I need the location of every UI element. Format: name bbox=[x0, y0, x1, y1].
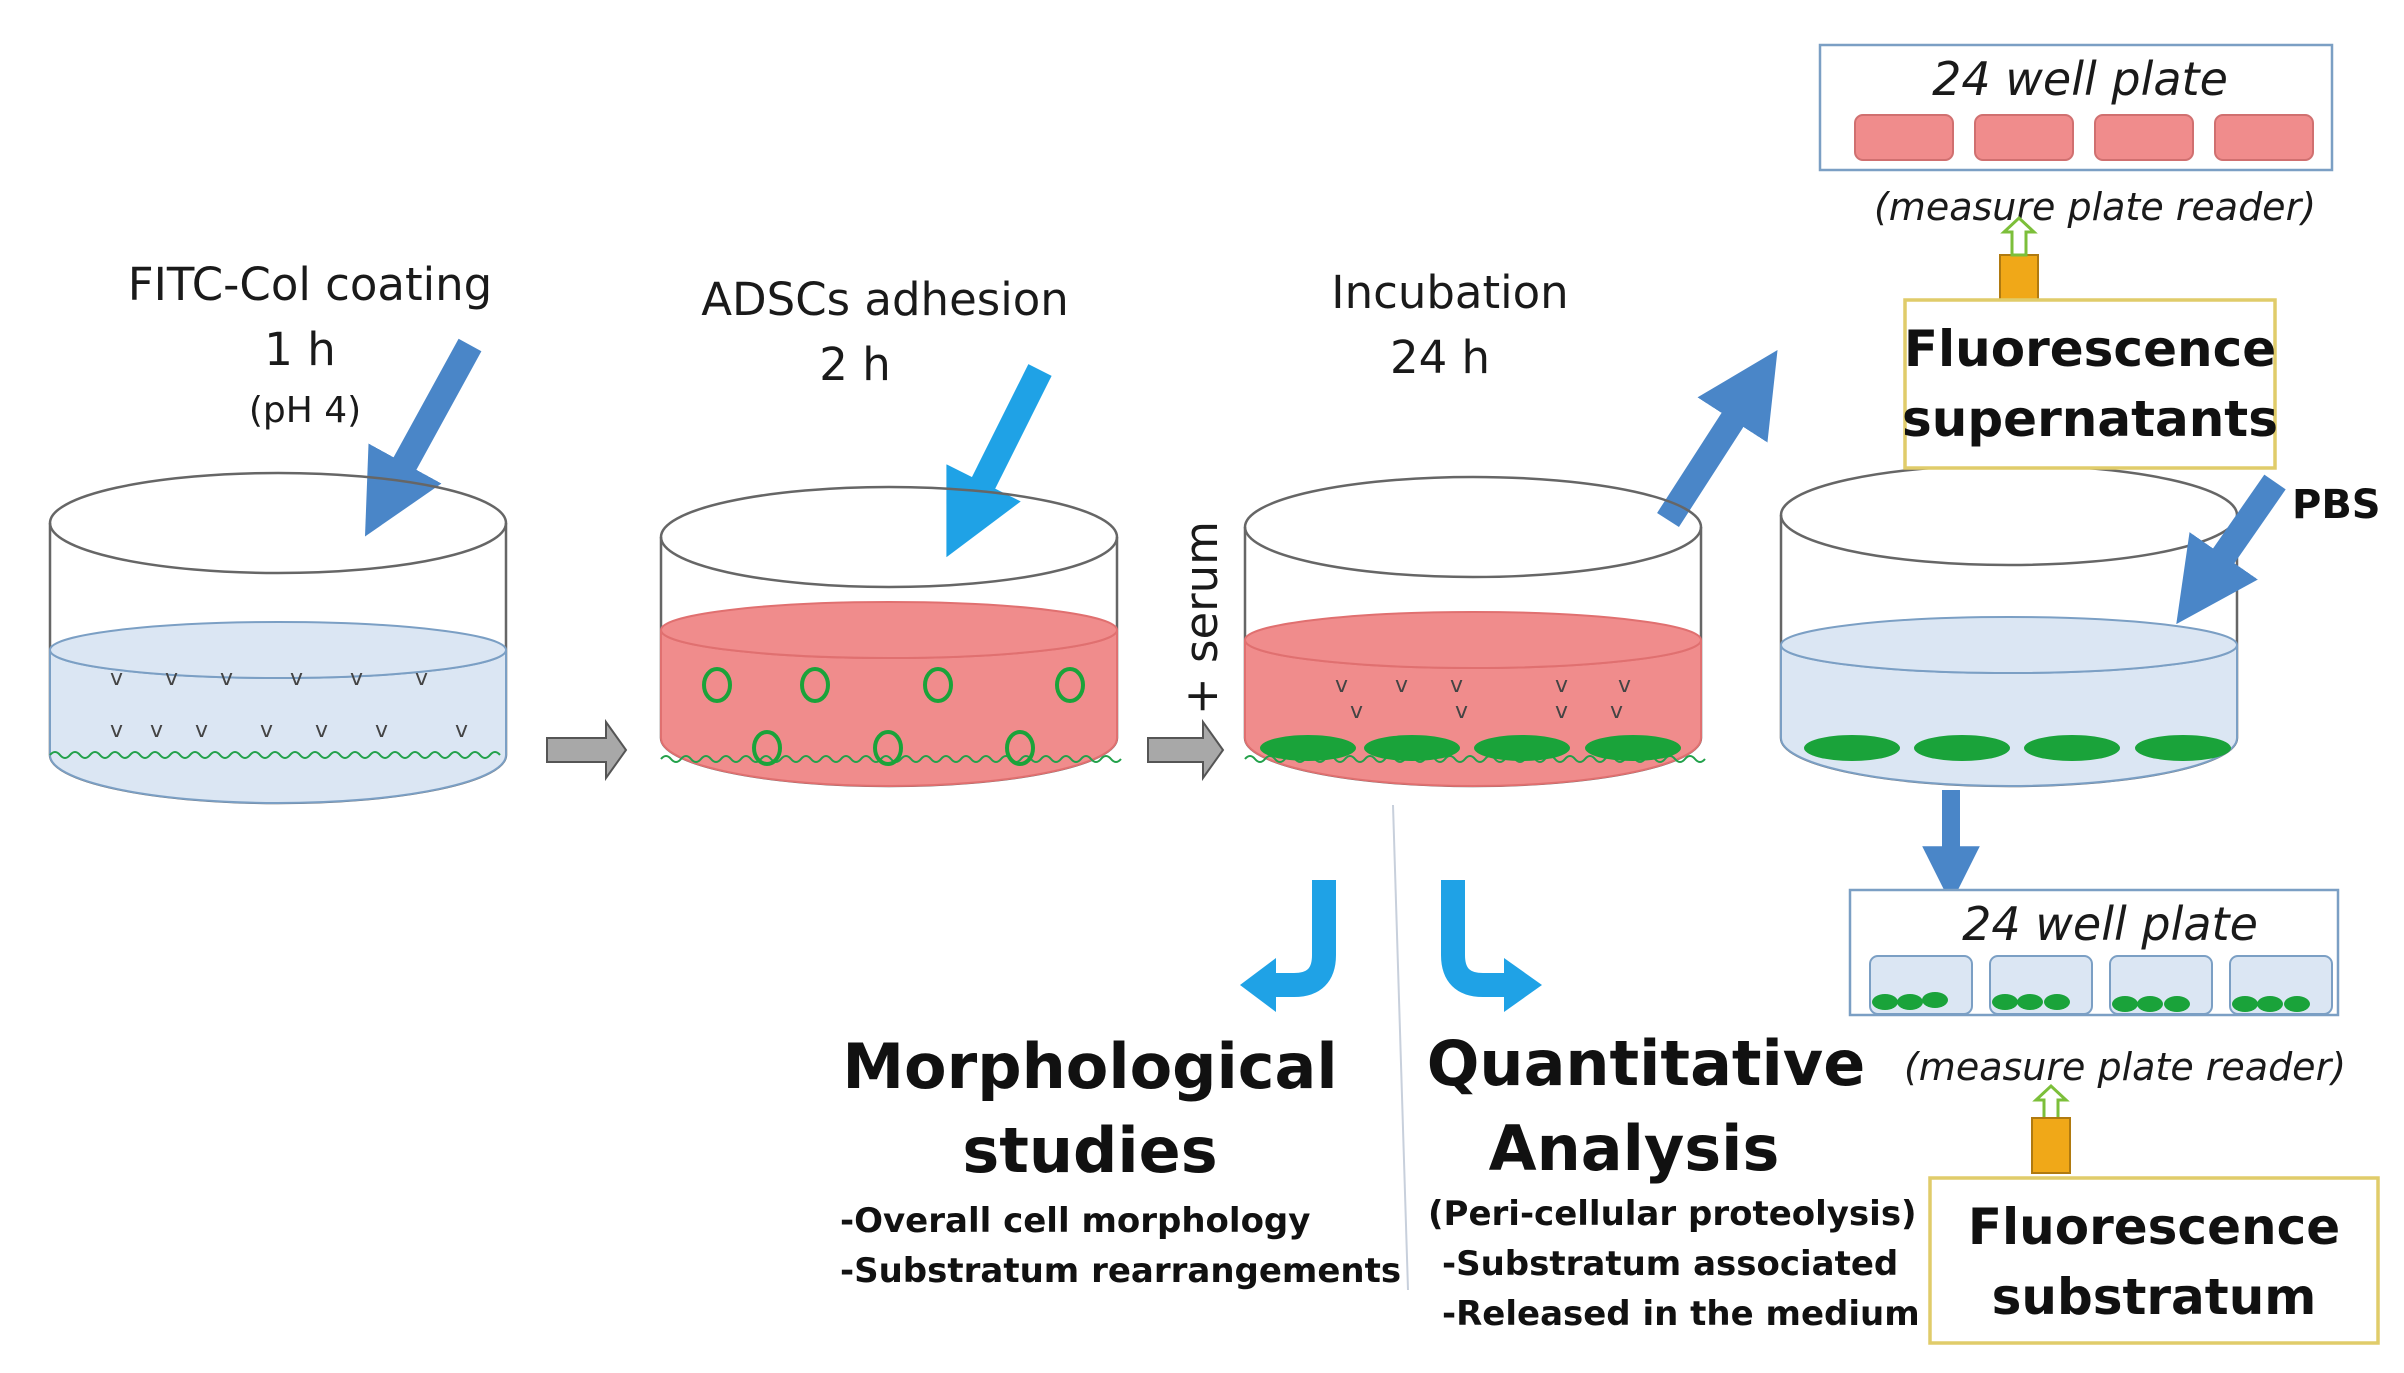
quant-bullet: -Released in the medium bbox=[1442, 1294, 1920, 1334]
supernatant-out-arrow bbox=[1657, 350, 1778, 528]
collagen-mark: v bbox=[315, 718, 328, 743]
cell-round bbox=[800, 667, 830, 703]
cell-spread bbox=[2024, 735, 2120, 761]
collagen-mark: v bbox=[150, 718, 163, 743]
morph-curved-arrow bbox=[1240, 880, 1336, 1012]
reader-up-arrow bbox=[2000, 215, 2038, 257]
dish-1-rim bbox=[48, 471, 508, 575]
collagen-mark: v bbox=[415, 666, 428, 691]
fragment-mark: v bbox=[1555, 699, 1568, 724]
plate-top-title: 24 well plate bbox=[1932, 52, 2228, 106]
dish-2-adhesion bbox=[659, 485, 1122, 788]
cell-round bbox=[923, 667, 953, 703]
cell-spread bbox=[1474, 735, 1570, 761]
dish-2-rim bbox=[659, 485, 1119, 589]
dish-1-coating: v v v v v v v v v v v v v bbox=[48, 471, 508, 805]
fragment-mark: v bbox=[1450, 673, 1463, 698]
collagen-mark: v bbox=[455, 718, 468, 743]
step1-title: FITC-Col coating bbox=[128, 258, 493, 311]
next-step-arrow bbox=[546, 718, 628, 782]
box-supernatants: Fluorescence supernatants bbox=[1902, 298, 2278, 470]
quant-title-line1: Quantitative bbox=[1427, 1027, 1866, 1100]
cell-spread bbox=[2135, 735, 2231, 761]
serum-label: + serum bbox=[1175, 521, 1228, 715]
step3-time: 24 h bbox=[1390, 331, 1490, 384]
plate-bottom-measure: (measure plate reader) bbox=[1904, 1045, 2346, 1089]
step2-add-arrow bbox=[946, 364, 1052, 558]
fragment-mark: v bbox=[1618, 673, 1631, 698]
dish-4-pbs bbox=[1779, 463, 2239, 788]
plate-well bbox=[1974, 114, 2074, 161]
plate-top: 24 well plate bbox=[1818, 43, 2334, 172]
plate-well bbox=[1854, 114, 1954, 161]
collagen-mark: v bbox=[165, 666, 178, 691]
pbs-label: PBS bbox=[2292, 482, 2381, 528]
box-supernatants-line1: Fluorescence bbox=[1904, 320, 2276, 378]
collagen-mark: v bbox=[375, 718, 388, 743]
collagen-mark: v bbox=[350, 666, 363, 691]
cell-spread bbox=[1914, 735, 2010, 761]
morph-title-line1: Morphological bbox=[842, 1030, 1337, 1103]
cell-spread bbox=[1364, 735, 1460, 761]
step2-time: 2 h bbox=[819, 338, 890, 391]
box-supernatants-line2: supernatants bbox=[1902, 390, 2278, 448]
step2-title: ADSCs adhesion bbox=[701, 273, 1069, 326]
fragment-mark: v bbox=[1395, 673, 1408, 698]
step1-note: (pH 4) bbox=[249, 390, 361, 431]
collagen-mark: v bbox=[220, 666, 233, 691]
collagen-mark: v bbox=[195, 718, 208, 743]
pbs-add-arrow bbox=[2176, 474, 2286, 625]
cell-spread bbox=[1804, 735, 1900, 761]
collagen-mark: v bbox=[290, 666, 303, 691]
quant-curved-arrow bbox=[1441, 880, 1542, 1012]
cell-round bbox=[752, 730, 782, 766]
reader-connector bbox=[2031, 1117, 2071, 1174]
fragment-mark: v bbox=[1335, 673, 1348, 698]
plate-bottom: 24 well plate bbox=[1848, 888, 2340, 1017]
next-step-arrow bbox=[1147, 718, 1225, 782]
box-substratum-line1: Fluorescence bbox=[1968, 1198, 2340, 1256]
quant-title-line2: Analysis bbox=[1489, 1112, 1780, 1185]
collagen-mark: v bbox=[110, 718, 123, 743]
plate-well bbox=[2214, 114, 2314, 161]
quant-bullet: -Substratum associated bbox=[1442, 1244, 1898, 1284]
cell-round bbox=[1055, 667, 1085, 703]
step3-title: Incubation bbox=[1331, 266, 1568, 319]
cell-round bbox=[702, 667, 732, 703]
fragment-mark: v bbox=[1350, 699, 1363, 724]
cell-spread bbox=[1260, 735, 1356, 761]
box-substratum: Fluorescence substratum bbox=[1928, 1176, 2380, 1345]
collagen-mark: v bbox=[260, 718, 273, 743]
plate-bottom-title: 24 well plate bbox=[1962, 897, 2258, 951]
plate-well bbox=[2094, 114, 2194, 161]
dish-3-incubation: v v v v v v v v v bbox=[1243, 475, 1706, 788]
morph-bullet: -Overall cell morphology bbox=[840, 1201, 1310, 1241]
cell-round bbox=[1005, 730, 1035, 766]
quant-bullet: (Peri-cellular proteolysis) bbox=[1428, 1194, 1917, 1234]
dish-3-rim bbox=[1243, 475, 1703, 579]
collagen-mark: v bbox=[110, 666, 123, 691]
cell-spread bbox=[1585, 735, 1681, 761]
box-substratum-line2: substratum bbox=[1992, 1268, 2317, 1326]
cell-round bbox=[873, 730, 903, 766]
dish-4-rim bbox=[1779, 463, 2239, 567]
analysis-divider bbox=[1392, 804, 1409, 1291]
step1-add-arrow bbox=[364, 338, 482, 537]
reader-up-arrow bbox=[2032, 1083, 2070, 1124]
dish-1-coating-layer bbox=[49, 751, 501, 759]
fragment-mark: v bbox=[1555, 673, 1568, 698]
fragment-mark: v bbox=[1455, 699, 1468, 724]
morph-title-line2: studies bbox=[962, 1114, 1217, 1187]
plate-top-measure: (measure plate reader) bbox=[1874, 185, 2316, 229]
step1-time: 1 h bbox=[264, 323, 335, 376]
fragment-mark: v bbox=[1610, 699, 1623, 724]
well-cells bbox=[1872, 992, 2310, 1012]
morph-bullet: -Substratum rearrangements bbox=[840, 1251, 1401, 1291]
